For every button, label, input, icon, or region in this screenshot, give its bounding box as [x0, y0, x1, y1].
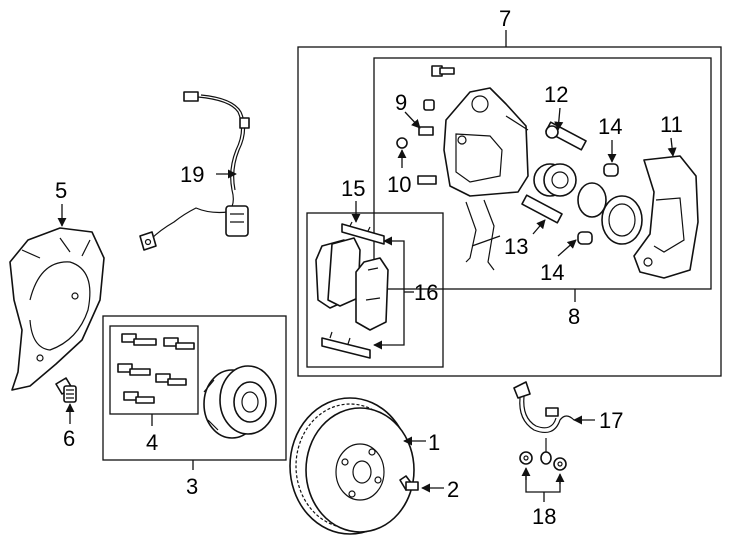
callout-17: 17: [599, 408, 623, 433]
brake-pads: [315, 221, 389, 359]
shield-bolt: [55, 377, 77, 403]
callout-10: 10: [387, 172, 411, 197]
speed-sensor-harness: [139, 91, 250, 251]
callout-14-lower: 14: [540, 260, 564, 285]
callout-5: 5: [55, 178, 67, 203]
brake-hose: [513, 381, 575, 465]
callout-16: 16: [414, 280, 438, 305]
caliper-bracket: [633, 155, 699, 279]
callout-18: 18: [532, 504, 556, 529]
callout-4: 4: [146, 430, 158, 455]
caliper-subassembly-box: [373, 57, 712, 290]
guide-pin-and-piston: [521, 121, 643, 245]
brake-rotor: [289, 397, 415, 535]
callout-14-upper: 14: [598, 114, 622, 139]
caliper-assembly-box: [297, 46, 722, 377]
hub-assembly-box: [102, 315, 287, 461]
pad-kit-box: [306, 212, 444, 368]
leader-lines: [57, 30, 677, 502]
callout-labels: 1 2 3 4 5 6 7 8 9 10 11 12 13 14 14 15 1…: [55, 6, 683, 529]
hub-bolts: [117, 333, 195, 404]
bleeder-screw: [396, 65, 455, 185]
callout-1: 1: [428, 430, 440, 455]
callout-12: 12: [544, 82, 568, 107]
hub-bearing: [203, 365, 277, 439]
copper-washers: [519, 451, 567, 471]
dust-shield: [9, 227, 105, 391]
caliper-body: [443, 87, 529, 197]
callout-15: 15: [341, 176, 365, 201]
callout-9: 9: [395, 90, 407, 115]
hub-bolts-box: [109, 325, 199, 415]
pad-springs: [465, 199, 501, 271]
rotor-screw: [399, 475, 419, 491]
callout-8: 8: [568, 304, 580, 329]
callout-7: 7: [499, 6, 511, 31]
callout-6: 6: [63, 426, 75, 451]
callout-13: 13: [504, 234, 528, 259]
callout-19: 19: [180, 162, 204, 187]
callout-3: 3: [186, 474, 198, 499]
callout-2: 2: [447, 477, 459, 502]
callout-11: 11: [660, 112, 683, 137]
